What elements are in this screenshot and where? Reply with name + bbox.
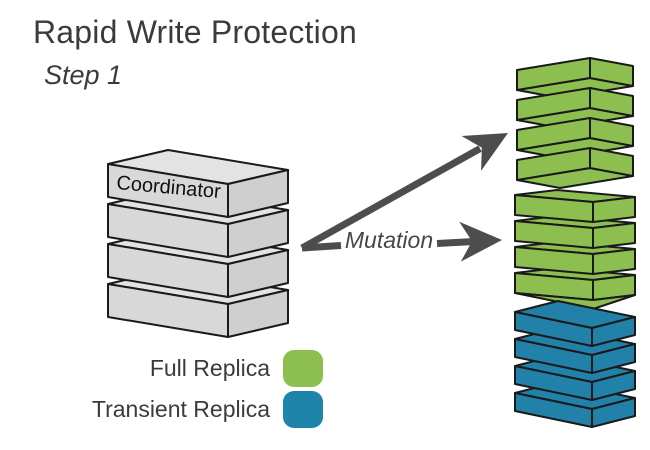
step-label: Step 1	[44, 60, 123, 90]
full-replica-swatch	[283, 350, 323, 387]
mutation-arrow-diagonal	[300, 133, 508, 252]
coordinator-stack	[107, 149, 289, 338]
legend-item-full-replica: Full Replica	[150, 350, 323, 387]
transient-replica-swatch	[283, 391, 323, 428]
legend-label-transient-replica: Transient Replica	[91, 396, 270, 422]
page-title: Rapid Write Protection	[33, 14, 357, 50]
transient-replica-stack	[514, 300, 636, 428]
mutation-label: Mutation	[345, 227, 433, 253]
full-replica-stack-middle	[514, 189, 636, 310]
legend-label-full-replica: Full Replica	[149, 355, 270, 381]
mutation-arrow-horizontal	[301, 221, 502, 262]
legend-item-transient-replica: Transient Replica	[92, 391, 323, 428]
full-replica-stack-top	[516, 57, 634, 189]
